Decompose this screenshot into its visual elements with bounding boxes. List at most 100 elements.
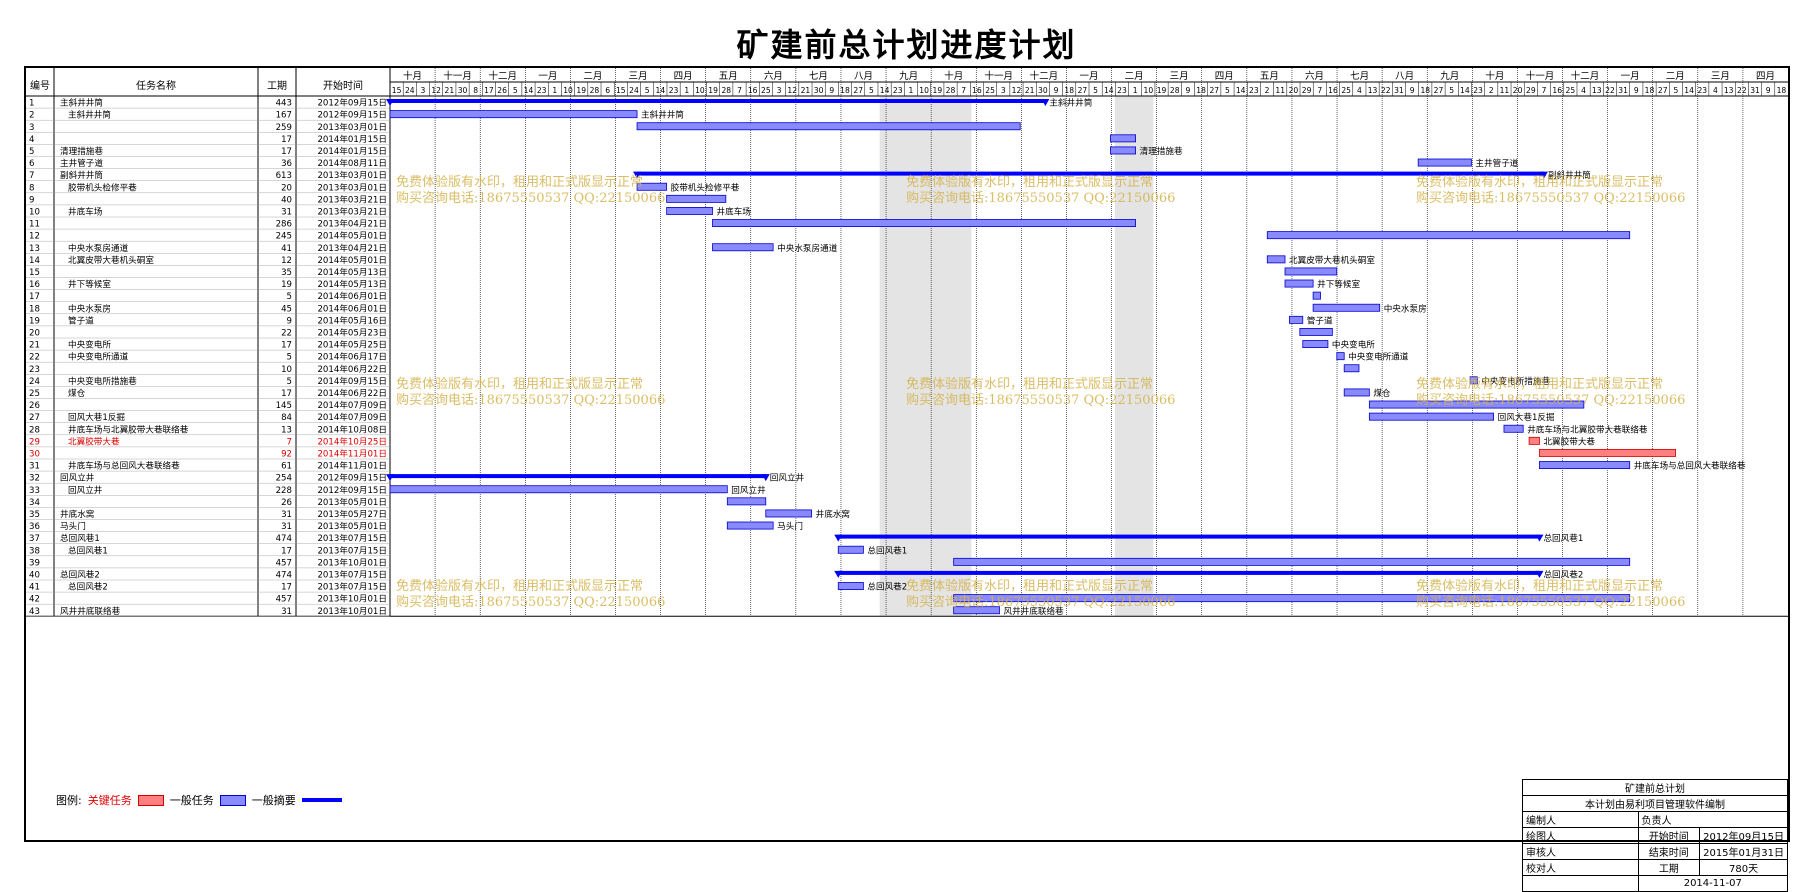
day-label: 16 (1328, 86, 1338, 95)
row-name: 回风立井 (68, 484, 103, 496)
row-duration: 457 (276, 595, 292, 605)
summary-end-marker (1535, 534, 1544, 542)
info-owner-label: 负责人 (1637, 811, 1789, 828)
gantt-chart: 编号任务名称工期开始时间十月十一月十二月一月二月三月四月五月六月七月八月九月十月… (26, 68, 1788, 617)
month-label: 三月 (629, 71, 648, 82)
summary-end-marker (1539, 171, 1548, 179)
row-id: 30 (29, 450, 40, 460)
day-label: 14 (1684, 86, 1694, 95)
row-id: 15 (29, 268, 40, 278)
row-id: 11 (29, 220, 40, 230)
row-id: 42 (29, 595, 40, 605)
day-label: 3 (777, 86, 782, 95)
info-project: 矿建前总计划 (1522, 779, 1788, 796)
row-start: 2013年05月01日 (317, 520, 387, 532)
info-end-label: 结束时间 (1637, 843, 1701, 860)
day-label: 9 (1766, 86, 1771, 95)
row-duration: 17 (281, 147, 292, 157)
month-label: 六月 (1305, 70, 1324, 82)
day-label: 2 (1489, 86, 1494, 95)
summary-start-marker (386, 99, 394, 106)
day-label: 28 (590, 86, 600, 95)
row-start: 2013年03月01日 (317, 121, 387, 133)
row-name: 井底水窝 (60, 508, 94, 520)
day-label: 8 (473, 86, 478, 95)
day-label: 19 (708, 86, 718, 95)
watermark-line1: 免费体验版有水印，租用和正式版显示正常 (396, 376, 643, 392)
row-start: 2014年06月22日 (317, 387, 387, 399)
task-bar (953, 594, 1631, 603)
row-duration: 10 (281, 365, 292, 375)
info-reviewer-label: 审核人 (1522, 843, 1639, 860)
day-label: 21 (445, 86, 455, 95)
row-start: 2013年04月21日 (317, 242, 387, 254)
row-name: 井下等候室 (68, 278, 111, 290)
row-id: 6 (29, 159, 34, 169)
legend-summary-label: 一般摘要 (251, 794, 296, 807)
row-start: 2013年03月01日 (317, 181, 387, 193)
row-duration: 145 (276, 401, 292, 411)
bar-label: 胶带机头检修平巷 (671, 181, 740, 193)
info-editor-label: 编制人 (1522, 811, 1639, 828)
row-duration: 12 (281, 256, 292, 266)
bar-label: 清理措施巷 (1140, 145, 1183, 157)
day-label: 23 (1117, 86, 1127, 95)
row-name: 主斜井井筒 (60, 97, 103, 109)
day-label: 4 (1357, 86, 1362, 95)
watermark-line2: 购买咨询电话:18675550537 QQ:22150066 (396, 190, 665, 206)
summary-start-marker (386, 474, 394, 482)
row-id: 37 (29, 534, 40, 544)
day-label: 25 (1566, 86, 1576, 95)
row-id: 16 (29, 280, 40, 290)
row-name: 北翼皮带大巷机头硐室 (68, 254, 154, 266)
bar-label: 中央水泵房 (1384, 302, 1427, 314)
row-name: 马头门 (60, 520, 86, 532)
month-label: 十二月 (488, 70, 517, 82)
month-label: 七月 (809, 71, 828, 82)
day-label: 7 (1542, 86, 1547, 95)
bar-label: 井底车场 (717, 206, 752, 218)
row-start: 2014年05月16日 (317, 314, 387, 326)
month-label: 十一月 (1526, 70, 1555, 82)
bar-label: 井下等候室 (1317, 278, 1360, 290)
day-label: 10 (919, 86, 929, 95)
day-label: 5 (1225, 86, 1230, 95)
row-start: 2013年10月01日 (317, 593, 387, 605)
month-label: 一月 (538, 71, 557, 82)
bar-label: 回风立井 (731, 484, 766, 496)
day-label: 7 (737, 86, 742, 95)
day-label: 18 (1777, 86, 1787, 95)
month-label: 十二月 (1571, 70, 1600, 82)
row-start: 2014年07月09日 (317, 399, 387, 411)
row-id: 39 (29, 558, 40, 568)
day-label: 5 (869, 86, 874, 95)
row-duration: 17 (281, 583, 292, 593)
row-start: 2013年05月27日 (317, 508, 387, 520)
month-label: 一月 (1079, 71, 1098, 82)
day-label: 5 (513, 86, 518, 95)
day-label: 22 (1737, 86, 1747, 95)
info-duration-value: 780天 (1699, 859, 1788, 876)
task-bar (726, 521, 774, 530)
task-bar (1336, 352, 1345, 361)
month-label: 四月 (674, 71, 693, 82)
row-duration: 7 (287, 437, 292, 447)
summary-end-marker (761, 474, 770, 482)
day-label: 13 (1724, 86, 1734, 95)
month-label: 二月 (583, 71, 602, 82)
row-duration: 259 (276, 123, 292, 133)
task-bar (1368, 400, 1585, 409)
row-name: 中央水泵房通道 (68, 242, 129, 254)
day-label: 16 (972, 86, 982, 95)
row-name: 副斜井井筒 (60, 169, 103, 181)
row-duration: 31 (281, 522, 292, 532)
task-bar (636, 122, 1021, 131)
watermark-line1: 免费体验版有水印，租用和正式版显示正常 (906, 578, 1153, 594)
day-label: 21 (801, 86, 811, 95)
info-start-value: 2012年09月15日 (1699, 827, 1788, 844)
task-bar (1302, 340, 1329, 348)
watermark-line2: 购买咨询电话:18675550537 QQ:22150066 (906, 190, 1175, 206)
row-start: 2014年08月11日 (317, 157, 387, 169)
row-id: 14 (29, 256, 40, 266)
